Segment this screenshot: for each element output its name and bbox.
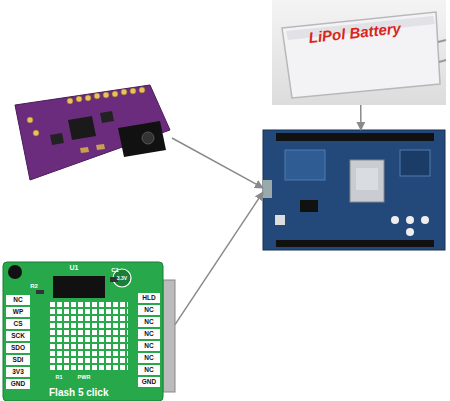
pin-header bbox=[276, 133, 434, 141]
part-name: R2 bbox=[27, 282, 41, 291]
green-pcb bbox=[3, 262, 163, 401]
jack-hole bbox=[142, 132, 154, 144]
pin-name: SDO bbox=[6, 343, 30, 353]
battery-photo bbox=[272, 0, 446, 105]
usb-connector bbox=[263, 180, 272, 198]
purple-pcb bbox=[15, 85, 170, 180]
audio-jack bbox=[118, 121, 166, 157]
flash-click-node: Flash 5 click U1 C1R2 3.3V NC WP CS SCK SDO SDI 3V… bbox=[3, 262, 175, 401]
dot-grid bbox=[48, 302, 128, 372]
blue-pcb bbox=[263, 130, 445, 250]
pin-name: NC bbox=[138, 341, 160, 351]
small-chip bbox=[50, 133, 64, 145]
pin-name: NC bbox=[138, 353, 160, 363]
pin-hole bbox=[121, 89, 127, 95]
dev-board-node bbox=[263, 130, 445, 250]
pin-header bbox=[276, 240, 434, 247]
ic-chip bbox=[68, 116, 96, 140]
push-button bbox=[421, 216, 429, 224]
smd-part bbox=[80, 147, 89, 153]
pin-name: NC bbox=[138, 317, 160, 327]
board-title: LiPol Battery bbox=[308, 20, 402, 46]
pin-hole bbox=[94, 93, 100, 99]
pin-name: NC bbox=[138, 365, 160, 375]
pin-name: SDI bbox=[6, 355, 30, 365]
battery-tab bbox=[439, 60, 446, 62]
pin-name: GND bbox=[138, 377, 160, 387]
pin-hole bbox=[130, 88, 136, 94]
switch bbox=[275, 215, 285, 225]
pin-name: NC bbox=[138, 305, 160, 315]
brand-logo bbox=[8, 265, 22, 279]
pin-name: 3V3 bbox=[6, 367, 30, 377]
pin-hole bbox=[76, 96, 82, 102]
battery-tab bbox=[438, 40, 446, 42]
board-region bbox=[400, 150, 430, 176]
small-chip bbox=[100, 111, 114, 123]
part-name: PWR bbox=[75, 373, 93, 381]
flash-click-photo bbox=[3, 262, 175, 401]
connector-arrow bbox=[172, 138, 263, 188]
resistor bbox=[36, 290, 44, 294]
dev-board-photo bbox=[263, 130, 445, 250]
board-title: Flash 5 click bbox=[49, 387, 108, 398]
board-region bbox=[285, 150, 325, 180]
part-name: R1 bbox=[53, 373, 65, 381]
module-shield bbox=[356, 168, 378, 190]
part-name: 3.3V bbox=[113, 274, 131, 282]
pin-header bbox=[163, 280, 175, 392]
capacitor bbox=[110, 277, 118, 282]
pin-name: NC bbox=[6, 295, 30, 305]
pin-hole bbox=[85, 95, 91, 101]
pin-name: NC bbox=[138, 329, 160, 339]
part-name: C1 bbox=[109, 266, 121, 275]
pin-name: CS bbox=[6, 319, 30, 329]
audio-board-node bbox=[0, 82, 172, 182]
audio-board-photo bbox=[15, 85, 170, 180]
smd-part bbox=[96, 144, 105, 150]
pin-hole bbox=[67, 98, 73, 104]
push-button bbox=[391, 216, 399, 224]
pin-hole bbox=[103, 92, 109, 98]
pin-name: WP bbox=[6, 307, 30, 317]
connector-arrow bbox=[175, 192, 263, 325]
pin-hole bbox=[139, 87, 145, 93]
push-button bbox=[406, 216, 414, 224]
pin-hole bbox=[27, 117, 33, 123]
part-name: U1 bbox=[67, 263, 81, 272]
pin-name: GND bbox=[6, 379, 30, 389]
ic-chip bbox=[300, 200, 318, 212]
pin-name: HLD bbox=[138, 293, 160, 303]
pin-hole bbox=[33, 130, 39, 136]
flash-chip bbox=[53, 276, 105, 298]
photo-background bbox=[272, 0, 446, 105]
radio-module bbox=[350, 160, 384, 202]
battery-node: LiPol Battery bbox=[272, 0, 446, 105]
battery-pouch bbox=[282, 12, 440, 98]
pin-name: SCK bbox=[6, 331, 30, 341]
pin-hole bbox=[112, 91, 118, 97]
push-button bbox=[406, 228, 414, 236]
connector-arrow bbox=[360, 105, 362, 130]
